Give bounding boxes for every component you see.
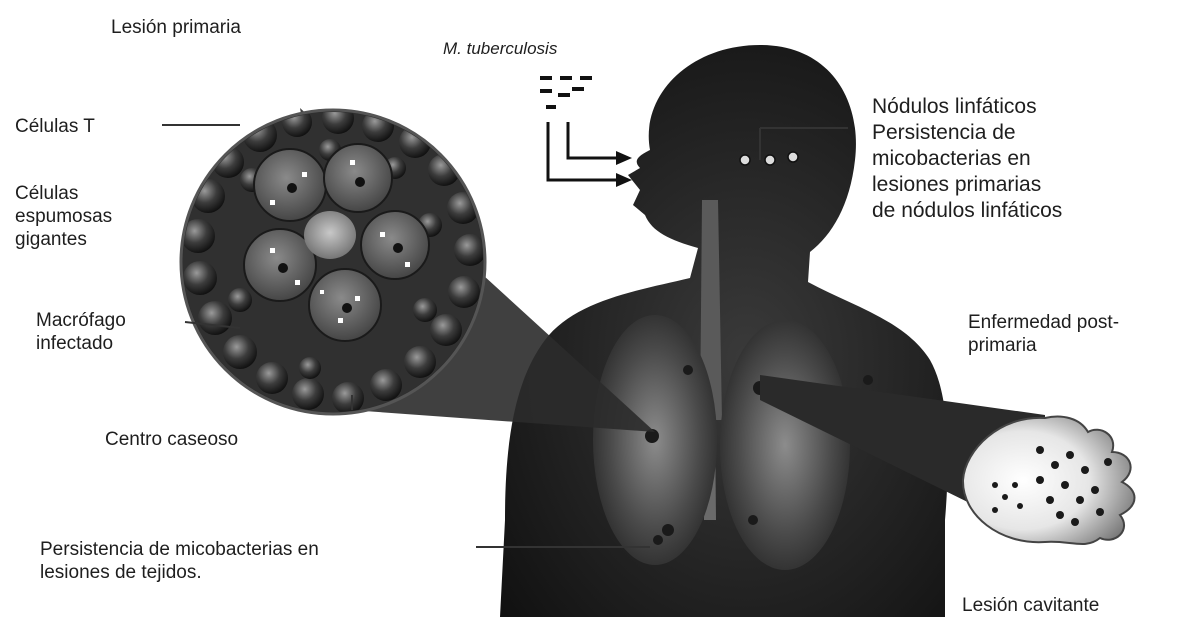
label-nodulos-linfaticos: Nódulos linfáticos Persistencia de micob… xyxy=(872,94,1062,224)
label-centro-caseoso: Centro caseoso xyxy=(105,428,238,451)
cavitary-lesion-magnified xyxy=(963,417,1135,544)
bacilli-and-arrows xyxy=(540,76,632,187)
label-celulas-t: Células T xyxy=(15,115,95,138)
label-celulas-espumosas: Células espumosas gigantes xyxy=(15,182,112,251)
label-m-tuberculosis: M. tuberculosis xyxy=(443,37,557,60)
label-persistencia-tejidos: Persistencia de micobacterias en lesione… xyxy=(40,538,319,584)
label-macrofago: Macrófago infectado xyxy=(36,309,126,355)
label-lesion-cavitante: Lesión cavitante xyxy=(962,594,1099,617)
label-enfermedad-post-primaria: Enfermedad post- primaria xyxy=(968,311,1119,357)
label-lesion-primaria: Lesión primaria xyxy=(111,16,241,39)
